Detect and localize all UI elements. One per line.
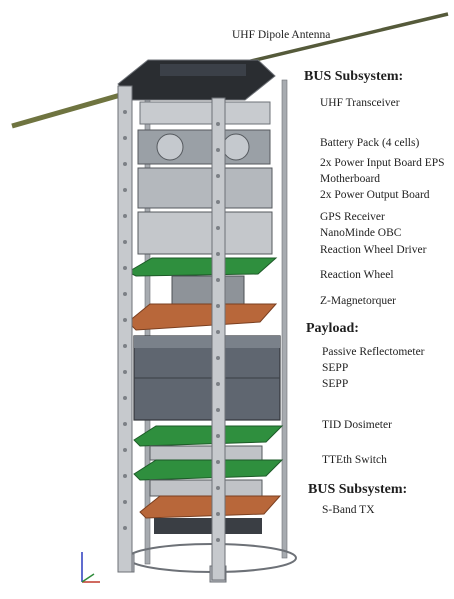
label-nanominde-obc: NanoMinde OBC — [320, 227, 402, 239]
label-reaction-wheel-driver: Reaction Wheel Driver — [320, 244, 427, 256]
label-uhf-transceiver: UHF Transceiver — [320, 97, 400, 109]
frame-rail-back-right — [281, 79, 288, 559]
rail-holes-right — [216, 122, 220, 542]
label-battery-pack: Battery Pack (4 cells) — [320, 137, 420, 149]
payload-box-top — [134, 336, 280, 348]
battery-cell — [222, 133, 250, 161]
label-sepp-2: SEPP — [322, 378, 349, 390]
battery-cell — [156, 133, 184, 161]
tid-dosimeter-pcb — [133, 425, 284, 447]
label-z-magnetorquer: Z-Magnetorquer — [320, 295, 396, 307]
top-solar-panel — [160, 64, 246, 76]
uhf-dipole-antenna-left — [11, 87, 139, 129]
label-reaction-wheel: Reaction Wheel — [320, 269, 394, 281]
label-s-band-tx: S-Band TX — [322, 504, 375, 516]
uhf-dipole-antenna-right — [229, 12, 449, 68]
rail-holes-left — [123, 110, 127, 530]
label-power-input-board: 2x Power Input Board EPS — [320, 157, 445, 169]
label-motherboard: Motherboard — [320, 173, 381, 185]
frame-rail-front-right — [211, 97, 226, 581]
tid-dosimeter-housing — [149, 445, 263, 461]
s-band-tx-electronics — [154, 518, 262, 534]
tteth-switch-pcb — [133, 459, 284, 481]
axis-triad-depth — [81, 573, 95, 583]
frame-rail-front-left — [117, 85, 133, 573]
z-magnetorquer-plate — [127, 303, 278, 331]
reaction-wheel-pcb — [126, 257, 278, 277]
label-passive-reflectometer: Passive Reflectometer — [322, 346, 425, 358]
s-band-tx-board — [139, 495, 282, 519]
header-payload: Payload: — [306, 321, 359, 336]
label-sepp-1: SEPP — [322, 362, 349, 374]
header-bus-subsystem-bottom: BUS Subsystem: — [308, 482, 408, 497]
label-uhf-dipole-antenna: UHF Dipole Antenna — [232, 29, 331, 41]
tteth-switch-housing — [149, 479, 263, 497]
label-tid-dosimeter: TID Dosimeter — [322, 419, 392, 431]
label-power-output-board: 2x Power Output Board — [320, 189, 430, 201]
avionics-boards — [137, 211, 273, 255]
uhf-transceiver-board — [139, 101, 271, 125]
eps-boards — [137, 167, 273, 209]
header-bus-subsystem-top: BUS Subsystem: — [304, 69, 404, 84]
label-tteth-switch: TTEth Switch — [322, 454, 387, 466]
label-gps-receiver: GPS Receiver — [320, 211, 385, 223]
